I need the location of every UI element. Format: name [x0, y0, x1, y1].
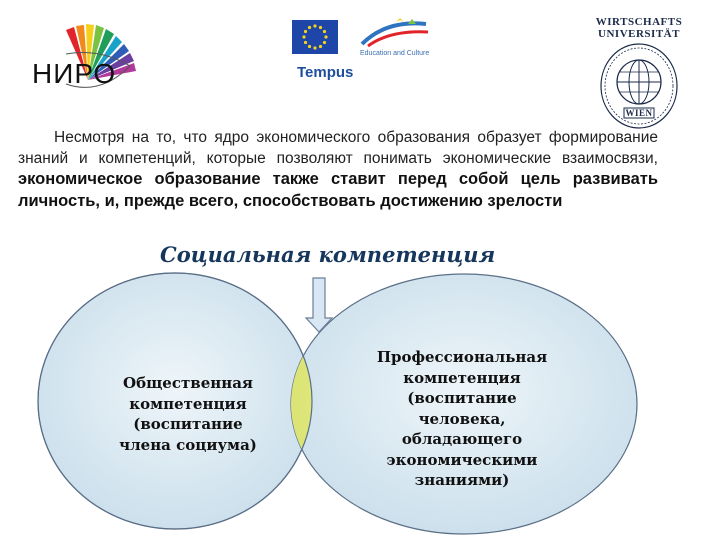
eu-flag-icon	[292, 20, 338, 54]
wu-line-1: WIRTSCHAFTS	[595, 16, 683, 28]
tempus-label: Tempus	[297, 64, 354, 81]
wu-globe-seal-icon	[600, 43, 678, 129]
wu-wien-logo: WIRTSCHAFTS UNIVERSITÄT WIEN	[584, 16, 694, 134]
down-arrow-icon	[304, 277, 334, 333]
education-culture-text: Education and Culture	[360, 50, 430, 57]
niro-logo-text: НИРО	[32, 58, 117, 89]
left-circle-label: Общественная компетенция (воспитание чле…	[119, 374, 257, 454]
venn-diagram	[37, 272, 638, 535]
right-circle-label: Профессиональная компетенция (воспитание…	[376, 348, 548, 489]
education-culture-swoosh-icon	[360, 18, 429, 48]
intro-regular-text: Несмотря на то, что ядро экономического …	[18, 129, 658, 167]
left-ellipse-outline	[37, 272, 313, 530]
niro-rays-icon	[65, 24, 136, 88]
niro-logo: НИРО	[30, 18, 160, 108]
wu-line-2: UNIVERSITÄT	[598, 28, 680, 40]
intro-paragraph: Несмотря на то, что ядро экономического …	[18, 128, 658, 212]
eu-flag-logo	[292, 20, 338, 59]
education-culture-logo: Education and Culture	[356, 16, 436, 60]
diagram-heading: Социальная компетенция	[160, 242, 496, 267]
intro-bold-text: экономическое образование также ставит п…	[18, 170, 658, 210]
wu-line-3: WIEN	[625, 108, 653, 118]
